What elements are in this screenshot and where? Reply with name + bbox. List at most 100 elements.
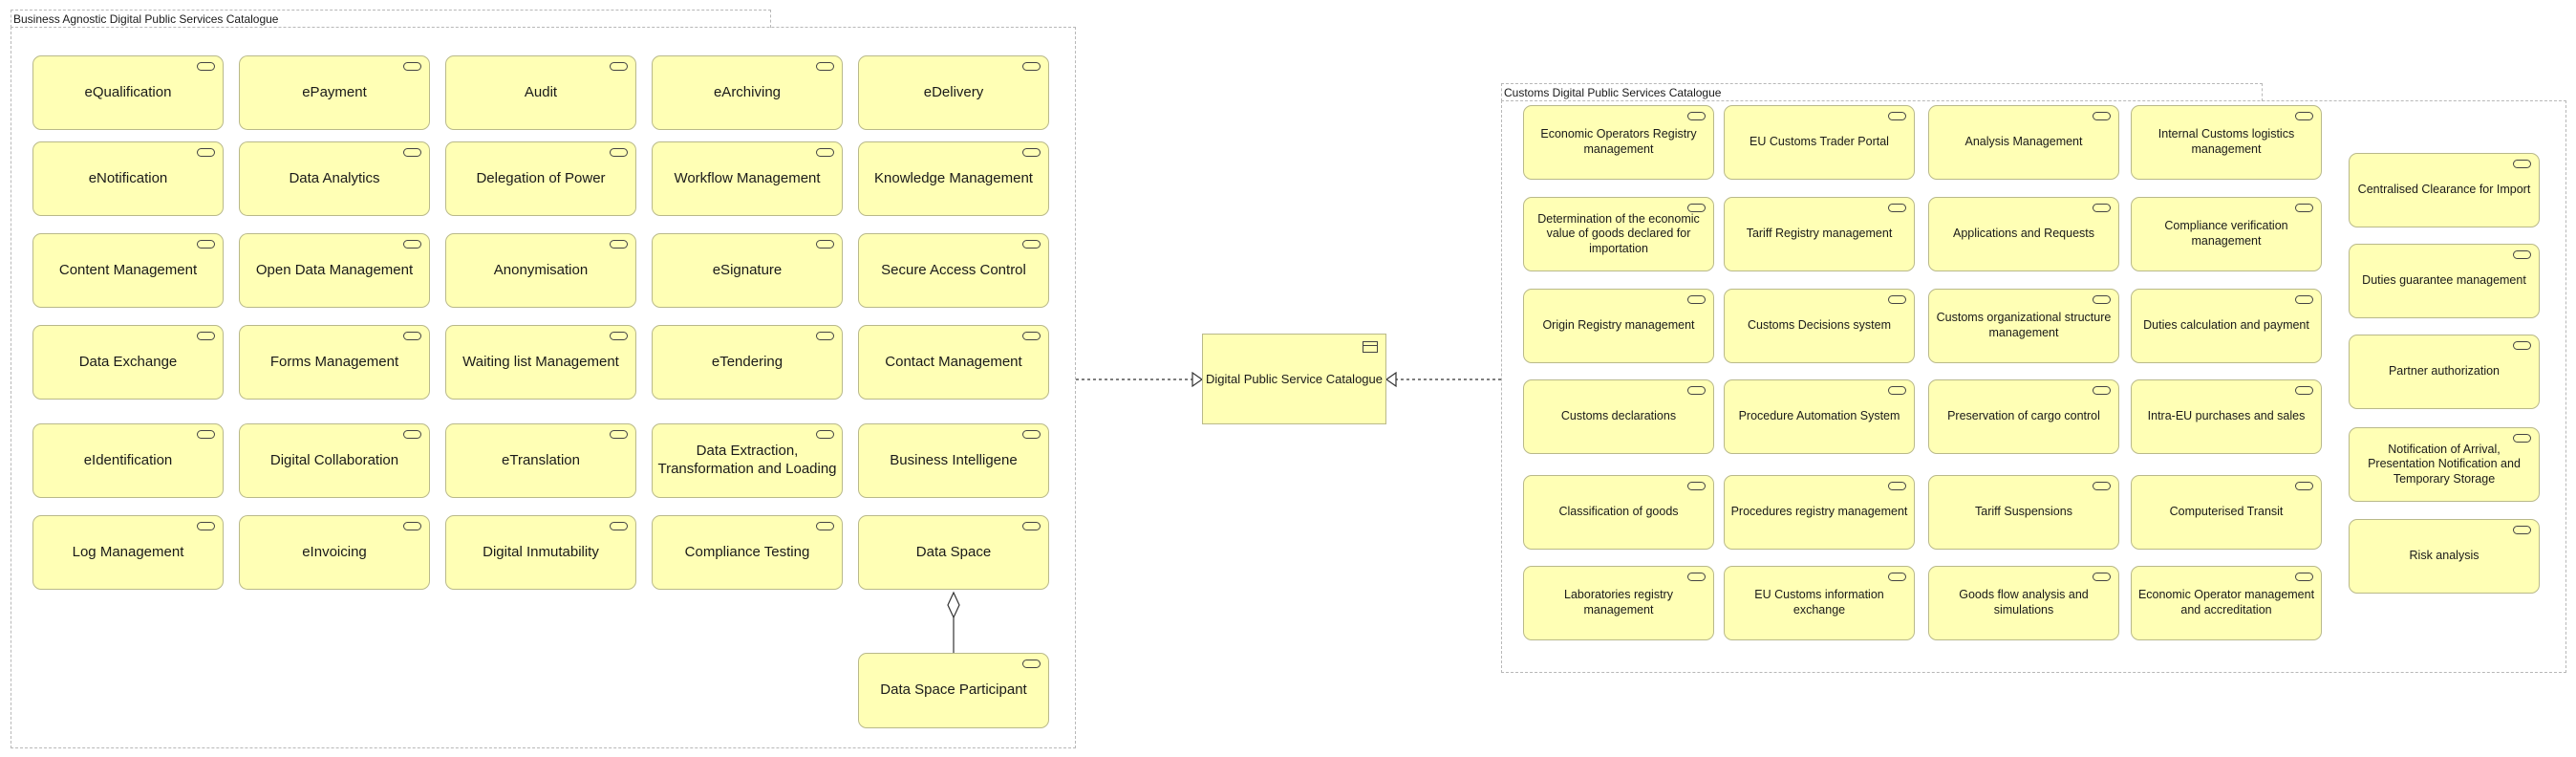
service-label: Delegation of Power xyxy=(476,169,606,186)
service-etranslation[interactable]: eTranslation xyxy=(445,423,636,498)
service-internal-customs-logistics-management[interactable]: Internal Customs logistics management xyxy=(2131,105,2322,180)
service-icon xyxy=(197,332,215,340)
service-waiting-list-management[interactable]: Waiting list Management xyxy=(445,325,636,400)
service-label: Duties guarantee management xyxy=(2362,273,2526,288)
service-icon xyxy=(1687,482,1706,490)
service-determination-of-the-economic-value-of-goods-declared-for-importation[interactable]: Determination of the economic value of g… xyxy=(1523,197,1714,271)
service-esignature[interactable]: eSignature xyxy=(652,233,843,308)
service-open-data-management[interactable]: Open Data Management xyxy=(239,233,430,308)
service-risk-analysis[interactable]: Risk analysis xyxy=(2349,519,2540,594)
service-eu-customs-trader-portal[interactable]: EU Customs Trader Portal xyxy=(1724,105,1915,180)
service-content-management[interactable]: Content Management xyxy=(32,233,224,308)
service-duties-guarantee-management[interactable]: Duties guarantee management xyxy=(2349,244,2540,318)
service-label: Economic Operators Registry management xyxy=(1540,127,1697,156)
service-economic-operator-management-and-accreditation[interactable]: Economic Operator management and accredi… xyxy=(2131,566,2322,640)
service-customs-declarations[interactable]: Customs declarations xyxy=(1523,379,1714,454)
service-centralised-clearance-for-import[interactable]: Centralised Clearance for Import xyxy=(2349,153,2540,227)
right-group-title: Customs Digital Public Services Catalogu… xyxy=(1504,86,1722,99)
service-icon xyxy=(1888,112,1906,120)
service-origin-registry-management[interactable]: Origin Registry management xyxy=(1523,289,1714,363)
service-label: eQualification xyxy=(84,83,172,100)
service-tariff-registry-management[interactable]: Tariff Registry management xyxy=(1724,197,1915,271)
service-audit[interactable]: Audit xyxy=(445,55,636,130)
service-applications-and-requests[interactable]: Applications and Requests xyxy=(1928,197,2119,271)
service-icon xyxy=(2513,160,2531,168)
service-label: Centralised Clearance for Import xyxy=(2357,183,2531,197)
digital-public-service-catalogue-label: Digital Public Service Catalogue xyxy=(1206,372,1383,386)
service-data-space[interactable]: Data Space xyxy=(858,515,1049,590)
service-edelivery[interactable]: eDelivery xyxy=(858,55,1049,130)
service-icon xyxy=(197,240,215,249)
service-label: Compliance verification management xyxy=(2164,219,2288,248)
service-delegation-of-power[interactable]: Delegation of Power xyxy=(445,141,636,216)
service-icon xyxy=(1888,295,1906,304)
service-contact-management[interactable]: Contact Management xyxy=(858,325,1049,400)
service-digital-collaboration[interactable]: Digital Collaboration xyxy=(239,423,430,498)
service-forms-management[interactable]: Forms Management xyxy=(239,325,430,400)
service-compliance-verification-management[interactable]: Compliance verification management xyxy=(2131,197,2322,271)
service-label: eDelivery xyxy=(923,83,984,100)
service-knowledge-management[interactable]: Knowledge Management xyxy=(858,141,1049,216)
service-label: Customs declarations xyxy=(1560,409,1677,423)
service-eidentification[interactable]: eIdentification xyxy=(32,423,224,498)
service-workflow-management[interactable]: Workflow Management xyxy=(652,141,843,216)
service-computerised-transit[interactable]: Computerised Transit xyxy=(2131,475,2322,550)
service-einvoicing[interactable]: eInvoicing xyxy=(239,515,430,590)
service-icon xyxy=(403,240,421,249)
data-space-participant[interactable]: Data Space Participant xyxy=(858,653,1049,728)
service-secure-access-control[interactable]: Secure Access Control xyxy=(858,233,1049,308)
service-label: eIdentification xyxy=(83,451,173,468)
service-intra-eu-purchases-and-sales[interactable]: Intra-EU purchases and sales xyxy=(2131,379,2322,454)
aggregation-diamond xyxy=(947,591,960,619)
service-analysis-management[interactable]: Analysis Management xyxy=(1928,105,2119,180)
service-icon xyxy=(2093,112,2111,120)
service-procedure-automation-system[interactable]: Procedure Automation System xyxy=(1724,379,1915,454)
service-laboratories-registry-management[interactable]: Laboratories registry management xyxy=(1523,566,1714,640)
service-label: Business Intelligene xyxy=(890,451,1018,468)
service-partner-authorization[interactable]: Partner authorization xyxy=(2349,335,2540,409)
service-preservation-of-cargo-control[interactable]: Preservation of cargo control xyxy=(1928,379,2119,454)
service-compliance-testing[interactable]: Compliance Testing xyxy=(652,515,843,590)
service-anonymisation[interactable]: Anonymisation xyxy=(445,233,636,308)
left-group-tab: Business Agnostic Digital Public Service… xyxy=(11,10,771,28)
service-goods-flow-analysis-and-simulations[interactable]: Goods flow analysis and simulations xyxy=(1928,566,2119,640)
service-icon xyxy=(610,430,628,439)
service-eu-customs-information-exchange[interactable]: EU Customs information exchange xyxy=(1724,566,1915,640)
service-customs-organizational-structure-management[interactable]: Customs organizational structure managem… xyxy=(1928,289,2119,363)
service-label: ePayment xyxy=(302,83,367,100)
service-economic-operators-registry-management[interactable]: Economic Operators Registry management xyxy=(1523,105,1714,180)
service-customs-decisions-system[interactable]: Customs Decisions system xyxy=(1724,289,1915,363)
left-group xyxy=(11,27,1076,748)
service-icon xyxy=(2295,112,2313,120)
service-equalification[interactable]: eQualification xyxy=(32,55,224,130)
service-data-exchange[interactable]: Data Exchange xyxy=(32,325,224,400)
service-data-analytics[interactable]: Data Analytics xyxy=(239,141,430,216)
service-icon xyxy=(1022,660,1041,668)
service-label: Data Extraction, Transformation and Load… xyxy=(657,443,837,477)
service-data-extraction-transformation-and-loading[interactable]: Data Extraction, Transformation and Load… xyxy=(652,423,843,498)
service-procedures-registry-management[interactable]: Procedures registry management xyxy=(1724,475,1915,550)
service-icon xyxy=(2295,386,2313,395)
service-epayment[interactable]: ePayment xyxy=(239,55,430,130)
digital-public-service-catalogue[interactable]: Digital Public Service Catalogue xyxy=(1202,334,1386,424)
right-group-tab: Customs Digital Public Services Catalogu… xyxy=(1501,83,2263,101)
data-space-participant-label: Data Space Participant xyxy=(880,681,1027,699)
service-duties-calculation-and-payment[interactable]: Duties calculation and payment xyxy=(2131,289,2322,363)
service-label: Origin Registry management xyxy=(1542,318,1695,333)
service-icon xyxy=(2513,434,2531,443)
service-label: Workflow Management xyxy=(674,169,821,186)
service-tariff-suspensions[interactable]: Tariff Suspensions xyxy=(1928,475,2119,550)
service-notification-of-arrival-presentation-notification-and-temporary-storage[interactable]: Notification of Arrival, Presentation No… xyxy=(2349,427,2540,502)
service-enotification[interactable]: eNotification xyxy=(32,141,224,216)
service-digital-inmutability[interactable]: Digital Inmutability xyxy=(445,515,636,590)
service-business-intelligene[interactable]: Business Intelligene xyxy=(858,423,1049,498)
service-icon xyxy=(816,62,834,71)
service-etendering[interactable]: eTendering xyxy=(652,325,843,400)
service-earchiving[interactable]: eArchiving xyxy=(652,55,843,130)
service-icon xyxy=(403,332,421,340)
service-icon xyxy=(1022,522,1041,530)
service-icon xyxy=(816,522,834,530)
service-classification-of-goods[interactable]: Classification of goods xyxy=(1523,475,1714,550)
service-log-management[interactable]: Log Management xyxy=(32,515,224,590)
service-label: Knowledge Management xyxy=(874,169,1033,186)
